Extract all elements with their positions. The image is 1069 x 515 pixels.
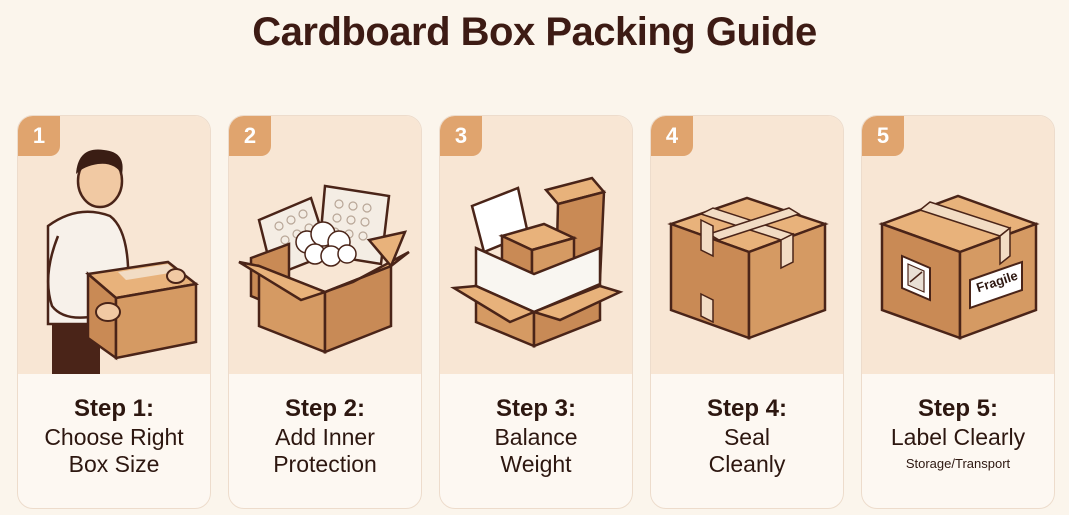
step-caption: Step 3: Balance Weight <box>440 386 632 478</box>
step-label: Step 1: <box>73 395 154 422</box>
step-text-line2: Weight <box>500 451 572 477</box>
step-caption: Step 1: Choose Right Box Size <box>18 386 210 478</box>
step-illustration <box>440 116 632 374</box>
step-number-badge: 3 <box>440 116 482 156</box>
step-caption: Step 2: Add Inner Protection <box>229 386 421 478</box>
step-card-4: 4 Step 4: Seal Cleanly <box>650 115 844 509</box>
page-title: Cardboard Box Packing Guide <box>252 10 817 54</box>
step-text-line2: Protection <box>273 451 377 477</box>
step-text-line1: Seal <box>723 424 771 450</box>
open-box-with-padding-icon <box>238 184 410 354</box>
step-number-badge: 2 <box>229 116 271 156</box>
step-caption: Step 5: Label Clearly Storage/Transport <box>862 386 1054 475</box>
step-text-line1: Choose Right <box>44 424 184 450</box>
step-subtext: Storage/Transport <box>905 456 1011 471</box>
step-text-line1: Add Inner <box>275 424 375 450</box>
labeled-fragile-box-icon <box>878 194 1040 340</box>
step-text-line2: Cleanly <box>708 451 786 477</box>
step-number-badge: 5 <box>862 116 904 156</box>
step-card-5: 5 Fragile Step 5: Label Clearly Storage <box>861 115 1055 509</box>
step-text-line1: Balance <box>494 424 578 450</box>
step-number-badge: 4 <box>651 116 693 156</box>
person-carrying-box-icon <box>46 149 199 374</box>
step-text-line2: Box Size <box>68 451 160 477</box>
step-text-line1: Label Clearly <box>890 424 1026 450</box>
step-illustration <box>229 116 421 374</box>
step-illustration <box>18 116 210 374</box>
step-illustration: Fragile <box>862 116 1054 374</box>
step-caption: Step 4: Seal Cleanly <box>651 386 843 478</box>
step-number-badge: 1 <box>18 116 60 156</box>
step-card-3: 3 Step 3: Balan <box>439 115 633 509</box>
step-label: Step 4: <box>706 395 787 422</box>
taped-box-icon <box>667 196 829 340</box>
step-illustration <box>651 116 843 374</box>
step-card-1: 1 Step 1: <box>17 115 211 509</box>
step-label: Step 5: <box>917 395 998 422</box>
step-card-2: 2 <box>228 115 422 509</box>
open-box-with-items-icon <box>450 176 624 348</box>
step-label: Step 3: <box>495 395 576 422</box>
step-label: Step 2: <box>284 395 365 422</box>
